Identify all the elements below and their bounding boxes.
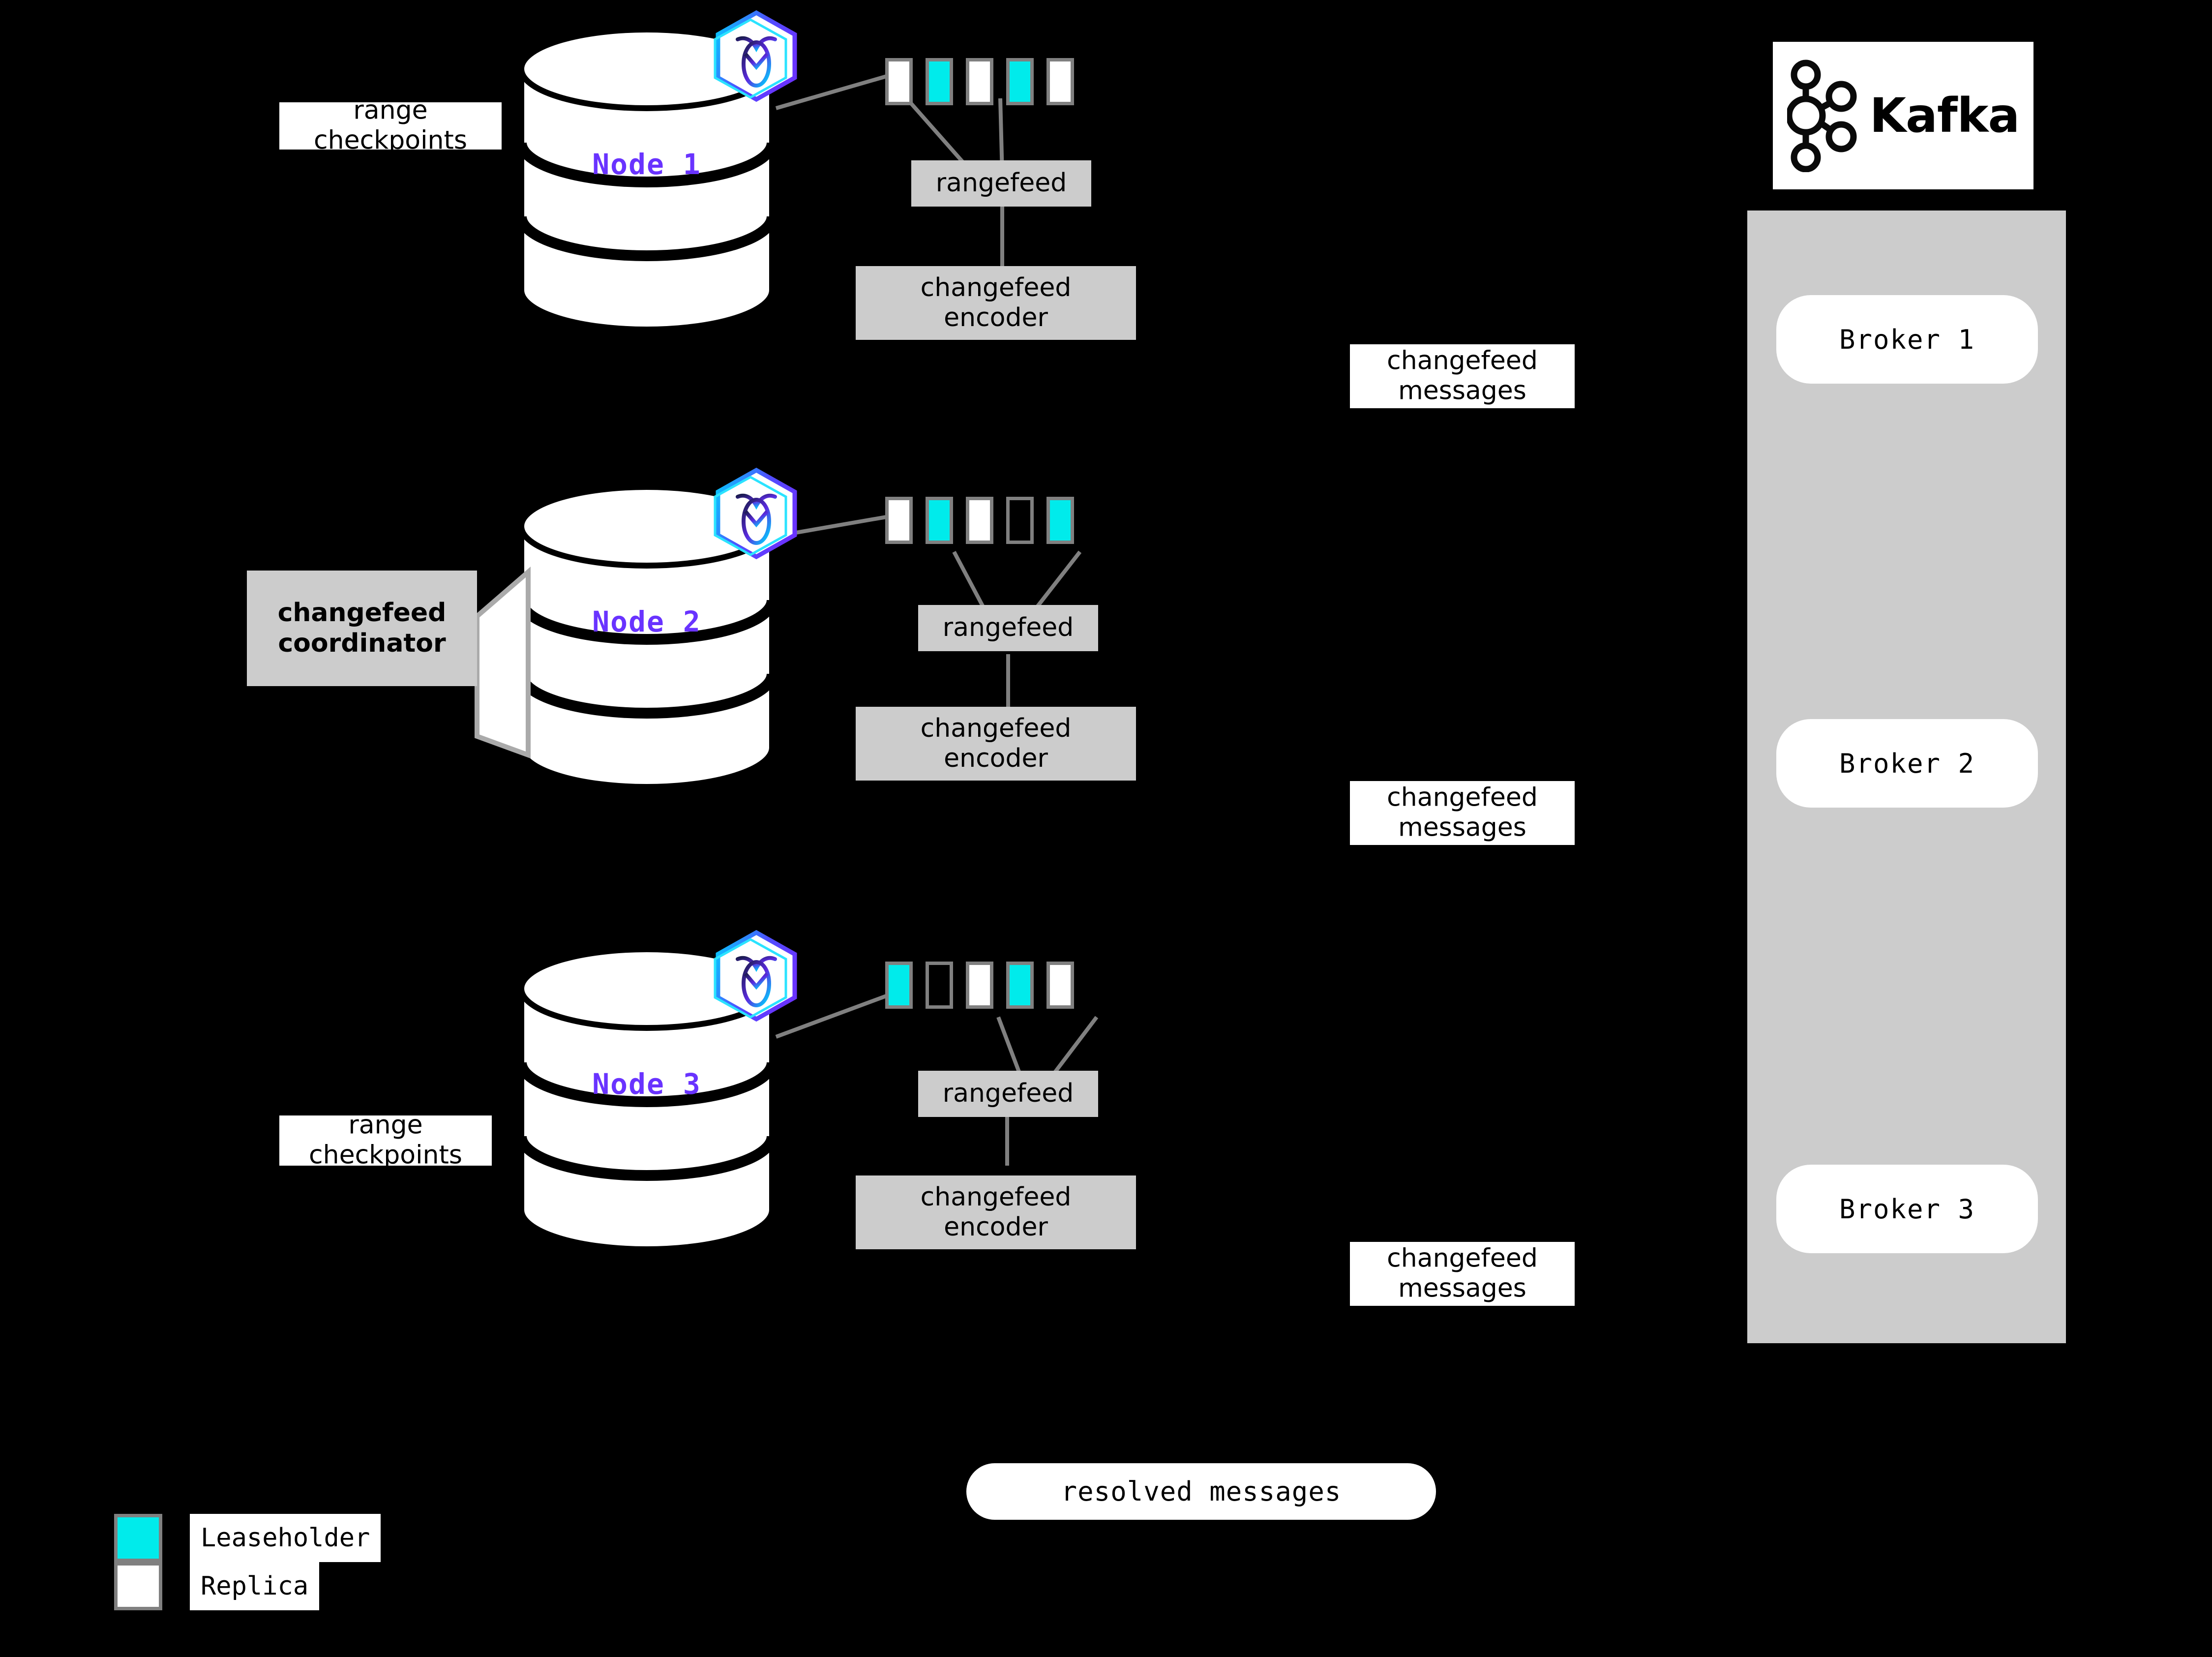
legend-item-leaseholder: Leaseholder (114, 1514, 381, 1562)
range-box (966, 962, 993, 1009)
legend-label-leaseholder: Leaseholder (190, 1514, 381, 1562)
node-3-changefeed-messages-text: changefeed messages (1387, 1243, 1538, 1303)
node-3-rangefeed-box: rangefeed (918, 1071, 1098, 1117)
node-2-changefeed-messages-label: changefeed messages (1350, 781, 1575, 845)
range-box (1006, 58, 1034, 105)
node-1-range-strip (885, 58, 1074, 105)
broker-3[interactable]: Broker 3 (1776, 1165, 2038, 1253)
node-1-cylinder: Node 1 (516, 27, 777, 332)
range-box (885, 58, 913, 105)
range-box (926, 58, 953, 105)
range-box (1046, 497, 1074, 544)
kafka-brand-text: Kafka (1869, 88, 2020, 143)
range-box (926, 962, 953, 1009)
node-2-label: Node 2 (592, 605, 701, 638)
range-box (966, 58, 993, 105)
broker3-arrowhead-icon (2056, 1214, 2100, 1240)
node-3-changefeed-messages-label: changefeed messages (1350, 1242, 1575, 1306)
legend-swatch-leaseholder-icon (114, 1514, 162, 1562)
resolved-messages-pill: resolved messages (966, 1463, 1436, 1520)
changefeed-coordinator: changefeed coordinator (247, 567, 571, 762)
node-1-changefeed-messages-text: changefeed messages (1387, 346, 1538, 406)
node-3-cylinder: Node 3 (516, 947, 777, 1252)
node-1-changefeed-encoder-box: changefeed encoder (856, 266, 1136, 340)
node-1-range-checkpoints-label: range checkpoints (279, 96, 502, 155)
node-2-changefeed-encoder-box: changefeed encoder (856, 707, 1136, 781)
legend-label-replica: Replica (190, 1562, 320, 1610)
node-2-changefeed-messages-text: changefeed messages (1387, 783, 1538, 843)
node-1-range-checkpoints-text: range checkpoints (314, 95, 467, 155)
range-box (1006, 497, 1034, 544)
coordinator-wedge-icon (475, 567, 531, 759)
legend-swatch-replica-icon (114, 1562, 162, 1610)
kafka-logo-icon (1787, 60, 1857, 172)
node-3-label: Node 3 (592, 1067, 701, 1101)
broker-2[interactable]: Broker 2 (1776, 719, 2038, 808)
node-1-changefeed-messages-label: changefeed messages (1350, 344, 1575, 408)
node-3-range-checkpoints-label: range checkpoints (279, 1111, 492, 1170)
node-3-range-strip (885, 962, 1074, 1009)
legend: Leaseholder Replica (114, 1514, 429, 1632)
broker1-arrowhead-icon (2056, 326, 2100, 353)
range-box (1046, 962, 1074, 1009)
node-2-range-strip (885, 497, 1074, 544)
range-box (926, 497, 953, 544)
node-2-cylinder: Node 2 (516, 484, 777, 789)
node-3-range-checkpoints-text: range checkpoints (309, 1110, 462, 1170)
node-3-changefeed-encoder-box: changefeed encoder (856, 1175, 1136, 1249)
broker-1[interactable]: Broker 1 (1776, 295, 2038, 384)
changefeed-coordinator-box: changefeed coordinator (247, 571, 477, 686)
node-1-label: Node 1 (592, 148, 701, 181)
range-box (966, 497, 993, 544)
range-box (885, 497, 913, 544)
node-2-rangefeed-box: rangefeed (918, 605, 1098, 651)
range-box (1006, 962, 1034, 1009)
cockroachdb-hexagon-icon (714, 930, 797, 1022)
kafka-logo-box: Kafka (1773, 42, 2033, 189)
cockroachdb-hexagon-icon (714, 10, 797, 102)
cockroachdb-hexagon-icon (714, 467, 797, 560)
range-box (885, 962, 913, 1009)
node-1-rangefeed-box: rangefeed (911, 160, 1091, 207)
legend-item-replica: Replica (114, 1562, 320, 1610)
range-box (1046, 58, 1074, 105)
